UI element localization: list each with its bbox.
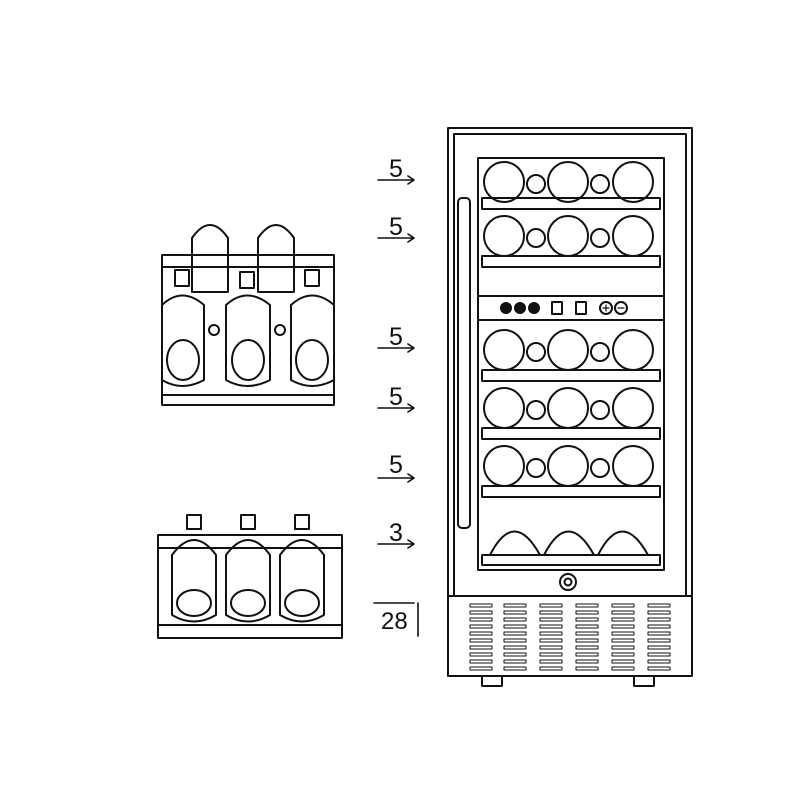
vent-slot [611,666,635,671]
vent-slot [647,617,671,622]
vent-slot [575,631,599,636]
vent-slot [539,652,563,657]
vent-slot [503,638,527,643]
vent-slot [539,617,563,622]
cooler-shelf-6 [481,530,661,566]
vent-slot [503,631,527,636]
bottle-bottom-left [161,269,205,387]
vent-slot [611,652,635,657]
vent-slot [503,652,527,657]
capacity-label: 5 [389,155,403,183]
vent-slot [611,624,635,629]
vent-slot [611,645,635,650]
bottle-bottom-right [290,269,335,387]
vent-slot [611,617,635,622]
bottle-top-right [257,224,295,293]
vent-slot [647,659,671,664]
vent-grille [469,603,671,671]
cooler-shelf-5 [481,445,661,498]
vent-slot [503,659,527,664]
vent-slot [647,603,671,608]
cooler-cabinet [447,127,693,677]
vent-slot [575,645,599,650]
vent-slot [611,631,635,636]
cooler-feet [481,675,655,687]
capacity-label: 5 [389,213,403,241]
vent-slot [647,645,671,650]
vent-slot [575,603,599,608]
vent-slot [647,610,671,615]
standing-bottle-2 [225,514,271,623]
vent-slot [575,624,599,629]
vent-slot [503,610,527,615]
vent-slot [469,631,493,636]
capacity-label: 5 [389,323,403,351]
capacity-arrows [373,175,419,637]
vent-slot [469,652,493,657]
vent-slot [647,631,671,636]
cooler-shelf-1 [481,161,661,210]
vent-slot [575,610,599,615]
vent-slot [469,617,493,622]
cooler-shelf-3 [481,329,661,382]
vent-slot [575,652,599,657]
vent-slot [539,645,563,650]
vent-slot [539,666,563,671]
standing-bottle-1 [171,514,217,623]
bottle-bottom-mid [225,271,271,387]
vent-slot [503,617,527,622]
vent-slot [469,638,493,643]
vent-slot [611,603,635,608]
total-capacity-label: 28 [381,608,408,635]
vent-slot [611,638,635,643]
control-panel [477,295,665,321]
vent-slot [647,638,671,643]
vent-slot [575,617,599,622]
cooler-shelf-4 [481,387,661,440]
vent-slot [503,645,527,650]
capacity-label: 3 [389,519,403,547]
vent-slot [469,645,493,650]
vent-slot [503,603,527,608]
vent-slot [647,666,671,671]
vent-slot [575,638,599,643]
standing-bottle-3 [279,514,325,623]
vent-slot [469,603,493,608]
capacity-label: 5 [389,451,403,479]
cooler-shelves [477,161,665,566]
vent-slot [647,624,671,629]
vent-slot [503,624,527,629]
vent-slot [469,610,493,615]
vent-slot [469,624,493,629]
detail-stacked-shelf [161,224,335,406]
door-handle [457,197,471,529]
vent-slot [539,603,563,608]
bottle-top-left [191,224,229,293]
vent-slot [539,659,563,664]
cooler-shelf-2 [481,215,661,268]
vent-slot [647,652,671,657]
capacity-label: 5 [389,383,403,411]
detail-bottom-shelf [157,514,343,639]
vent-slot [503,666,527,671]
vent-slot [539,610,563,615]
vent-slot [539,631,563,636]
vent-slot [469,659,493,664]
vent-slot [575,659,599,664]
vent-slot [539,624,563,629]
vent-slot [611,610,635,615]
vent-slot [469,666,493,671]
vent-slot [539,638,563,643]
vent-slot [575,666,599,671]
vent-slot [611,659,635,664]
lock-icon [559,573,577,591]
